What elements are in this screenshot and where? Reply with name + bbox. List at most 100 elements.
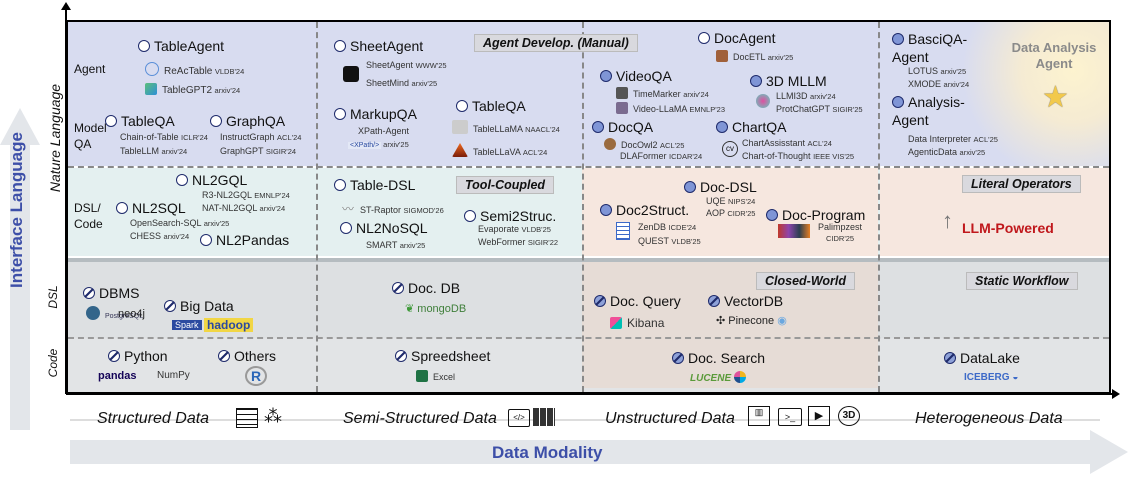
postgres-elephant-icon xyxy=(86,306,100,320)
terminal-icon: >_ xyxy=(778,408,802,426)
node-analysis-agent: Analysis- Agent xyxy=(892,94,965,128)
star-icon: ★ xyxy=(1042,81,1069,114)
palimpzest-icon xyxy=(778,224,810,238)
row-label-model-qa: Model QA xyxy=(74,121,107,151)
ref-chain-of-table: Chain-of-Table ICLR'24 xyxy=(120,132,208,142)
white-dot-icon xyxy=(210,115,222,127)
data-analysis-agent-label: Data Analysis Agent xyxy=(1011,40,1097,71)
ref-opensearch-sql: OpenSearch-SQL arxiv'25 xyxy=(130,218,230,228)
ref-zendb: ZenDB ICDE'24 xyxy=(638,222,697,232)
sheetagent-logo-icon xyxy=(343,66,359,82)
ref-uqe: UQE NIPS'24 xyxy=(706,196,756,206)
react-icon xyxy=(145,62,159,76)
logo-kibana: Kibana xyxy=(610,316,664,330)
node-others: Others xyxy=(218,348,276,364)
white-dot-icon xyxy=(200,234,212,246)
y-axis-title: Interface Language xyxy=(7,132,26,288)
logo-postgresql: PostgreSQL xyxy=(86,306,143,320)
logo-lucene: LUCENE xyxy=(690,371,746,384)
blue-dot-icon xyxy=(684,181,696,193)
white-dot-icon xyxy=(334,179,346,191)
ref-chart-of-thought: Chart-of-Thought IEEE VIS'25 xyxy=(742,151,855,161)
white-dot-icon xyxy=(464,210,476,222)
elastic-icon xyxy=(733,371,746,383)
blue-dot-icon xyxy=(716,121,728,133)
node-python: Python xyxy=(108,348,168,364)
owl-icon xyxy=(604,138,616,150)
leaf-icon: ❦ xyxy=(405,303,415,315)
node-semi2struc: Semi2Struc. xyxy=(464,208,556,224)
node-doc-dsl: Doc-DSL xyxy=(684,179,757,195)
ref-palimpzest: Palimpzest xyxy=(818,222,863,232)
slashed-circle-icon xyxy=(164,300,176,312)
node-basciqa-agent: BasciQA- Agent xyxy=(892,31,968,65)
white-dot-icon xyxy=(176,174,188,186)
node-docdb: Doc. DB xyxy=(392,280,460,296)
ref-smart: SMART arxiv'25 xyxy=(366,240,426,250)
ref-tablellama: TableLLaMA NAACL'24 xyxy=(452,120,560,134)
node-sheetagent: SheetAgent xyxy=(334,38,423,54)
blue-dot-icon xyxy=(892,33,904,45)
docetl-icon xyxy=(716,50,728,62)
eye-icon: ◉ xyxy=(777,315,787,327)
unstruct-dsl-tint xyxy=(582,168,878,256)
presentation-icon: ▥ xyxy=(748,406,770,426)
white-dot-icon xyxy=(116,202,128,214)
white-dot-icon xyxy=(340,222,352,234)
3d-icon: 3D xyxy=(838,406,860,426)
xpath-logo: <XPath/> arxiv'25 xyxy=(348,140,409,149)
node-chartqa: ChartQA xyxy=(716,119,786,135)
ref-agenticdata: AgenticData arxiv'25 xyxy=(908,147,986,157)
node-doc2struct: Doc2Struct. xyxy=(600,202,689,218)
tag-agent-develop-manual: Agent Develop. (Manual) xyxy=(474,34,638,52)
col-divider-2 xyxy=(582,22,584,392)
logo-iceberg: ICEBERG ◒ xyxy=(964,372,1019,383)
x-level-unstructured: Unstructured Data xyxy=(605,410,735,427)
white-dot-icon xyxy=(138,40,150,52)
tag-literal-operators: Literal Operators xyxy=(962,175,1081,193)
timemarker-icon xyxy=(616,87,628,99)
ref-tablegpt2: TableGPT2 arxiv'24 xyxy=(145,83,240,96)
node-table-dsl: Table-DSL xyxy=(334,177,415,193)
row-divider-2 xyxy=(68,258,1109,262)
graph-icon: ⁂ xyxy=(264,406,282,426)
logo-pandas: pandas xyxy=(98,370,137,382)
white-dot-icon xyxy=(105,115,117,127)
llama-icon xyxy=(452,120,468,134)
logo-pinecone: ✣ Pinecone ◉ xyxy=(716,315,787,327)
logo-neo4j: neo4j xyxy=(118,308,145,320)
blue-dot-icon xyxy=(592,121,604,133)
agent-glow xyxy=(960,20,1111,166)
ref-evaporate: Evaporate VLDB'25 xyxy=(478,224,551,234)
node-nl2gql: NL2GQL xyxy=(176,172,247,188)
node-graphqa: GraphQA xyxy=(210,113,285,129)
ref-sheetagent: SheetAgent WWW'25 xyxy=(366,60,447,70)
white-dot-icon xyxy=(334,108,346,120)
node-nl2nosql: NL2NoSQL xyxy=(340,220,428,236)
node-3d-mllm: 3D MLLM xyxy=(750,73,827,89)
node-videoqa: VideoQA xyxy=(600,68,672,84)
slashed-circle-icon xyxy=(944,352,956,364)
logo-mongodb: ❦ mongoDB xyxy=(405,303,467,315)
blue-dot-icon xyxy=(600,70,612,82)
row-label-dsl-code: DSL/ Code xyxy=(74,201,103,231)
ref-palimpzest-venue: CIDR'25 xyxy=(826,234,855,243)
ref-data-interpreter: Data Interpreter ACL'25 xyxy=(908,134,998,144)
slashed-circle-icon xyxy=(218,350,230,362)
blue-dot-icon xyxy=(766,209,778,221)
node-bigdata: Big Data xyxy=(164,298,234,314)
y-level-code: Code xyxy=(46,348,60,378)
logo-excel: Excel xyxy=(416,370,455,382)
ref-llmi3d: LLMI3D arxiv'24 xyxy=(776,91,836,101)
blue-dot-icon xyxy=(750,75,762,87)
logo-hadoop: hadoop xyxy=(204,318,254,332)
ref-st-raptor: 〰ST-Raptor SIGMOD'26 xyxy=(342,202,444,216)
ref-tablellava: TableLLaVA ACL'24 xyxy=(452,143,547,157)
x-level-semi: Semi-Structured Data xyxy=(343,410,497,427)
node-doc-query: Doc. Query xyxy=(594,293,681,309)
node-doc-program: Doc-Program xyxy=(766,207,865,223)
volcano-icon xyxy=(452,143,468,157)
row-label-agent: Agent xyxy=(74,62,106,76)
node-tableqa-structured: TableQA xyxy=(105,113,175,129)
